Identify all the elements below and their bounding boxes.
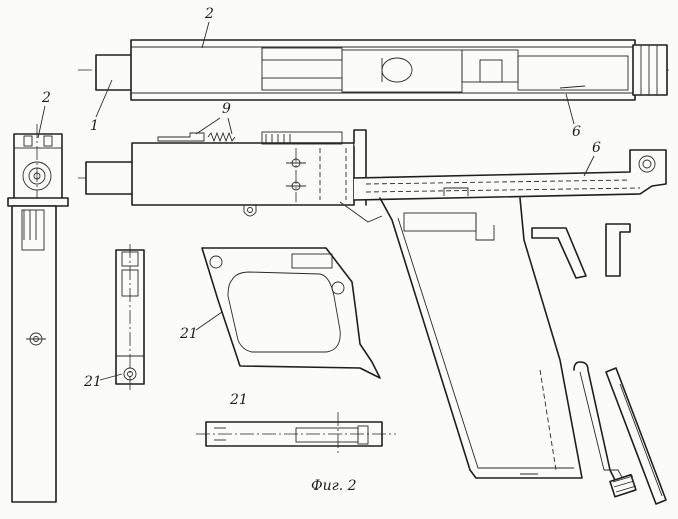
label-barrel-tube: 1 [90, 118, 99, 134]
label-frame-bottom: 6 [592, 140, 601, 156]
receiver-end-view [7, 124, 69, 503]
label-frame-top: 6 [572, 124, 581, 140]
label-grip-plate: 21 [179, 326, 198, 342]
small-parts [531, 223, 667, 505]
label-receiver: 2 [204, 6, 214, 22]
bottom-plate [196, 412, 396, 456]
label-receiver-side: 2 [41, 90, 51, 106]
grip-plate [201, 247, 381, 379]
small-plate [115, 244, 145, 392]
label-spring: 9 [222, 101, 231, 117]
label-bottom-plate: 21 [229, 392, 248, 408]
pistol-side-view [78, 129, 667, 479]
label-small-plate: 21 [83, 374, 102, 390]
figure-caption: Фиг. 2 [311, 478, 357, 494]
receiver-top-view [78, 39, 672, 101]
